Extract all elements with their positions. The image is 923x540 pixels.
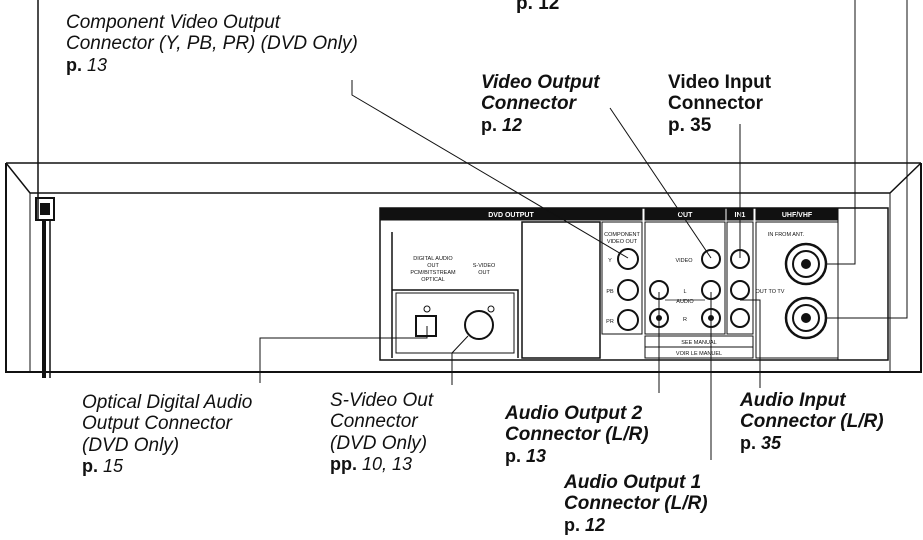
page-label: p. (740, 432, 756, 453)
page-label: p. (66, 54, 82, 75)
digital-audio-label-3: PCM/BITSTREAM (410, 270, 456, 276)
audio-in-r-jack (730, 308, 750, 328)
page-number: 13 (87, 54, 108, 75)
page-ref: p. 12 (516, 0, 560, 14)
see-manual-label: SEE MANUAL (681, 340, 716, 346)
callout-line: Component Video Output (66, 12, 281, 33)
callout-line: (DVD Only) (82, 434, 180, 456)
page-label: p. (505, 445, 521, 466)
callout-audio-output-2: Audio Output 2 Connector (L/R) p. 13 (505, 403, 649, 466)
r-label: R (683, 317, 687, 323)
leader-component (351, 80, 629, 259)
pb-label: PB (606, 289, 614, 295)
audio-label: AUDIO (676, 299, 694, 305)
leader-video-out (609, 107, 712, 259)
video-label: VIDEO (675, 258, 693, 264)
callout-line: Audio Input (740, 390, 846, 411)
callout-line: Optical Digital Audio (82, 392, 253, 413)
callout-audio-output-1: Audio Output 1 Connector (L/R) p. 12 (564, 472, 708, 535)
callout-line: Connector (668, 93, 763, 115)
out-label: OUT (678, 212, 694, 219)
out-to-tv-label: OUT TO TV (756, 289, 785, 295)
component-y-jack (617, 248, 639, 270)
uhf-vhf-label: UHF/VHF (782, 212, 813, 219)
device-body (5, 162, 922, 373)
power-cord (35, 0, 55, 378)
callout-line: Audio Output 2 (505, 403, 643, 424)
connector-panel (379, 207, 889, 361)
callout-line: Connector (330, 411, 418, 433)
component-label-2: VIDEO OUT (607, 239, 638, 245)
page-number: 15 (103, 455, 124, 476)
leader-lines (259, 0, 908, 460)
callout-line: Audio Output 1 (564, 472, 702, 493)
leader-rf-in (826, 0, 856, 265)
page-number: 10, 13 (362, 453, 413, 474)
jacks (415, 242, 828, 340)
callout-line: Video Output (481, 72, 600, 93)
callout-page-top: p. 12 (516, 0, 559, 14)
component-pb-jack (617, 279, 639, 301)
optical-jack (415, 315, 437, 337)
component-pr-jack (617, 309, 639, 331)
pr-label: PR (606, 319, 614, 325)
callout-line: Output Connector (82, 413, 232, 435)
voir-le-manuel-label: VOIR LE MANUEL (676, 351, 722, 357)
s-video-label-2: OUT (478, 270, 490, 276)
y-label: Y (608, 258, 612, 264)
callout-line: Connector (L/R) (740, 411, 884, 433)
callout-optical: Optical Digital Audio Output Connector (… (82, 392, 252, 476)
callout-line: (DVD Only) (330, 432, 428, 454)
page-ref: p. 35 (668, 114, 712, 136)
callout-video-input: Video Input Connector p. 35 (668, 72, 771, 136)
callout-component-video: Component Video Output Connector (Y, PB,… (66, 12, 358, 75)
audio-in-l-jack (730, 280, 750, 300)
dvd-output-label: DVD OUTPUT (488, 212, 534, 219)
callout-s-video: S-Video Out Connector (DVD Only) pp. 10,… (330, 390, 433, 474)
callout-line: Connector (481, 93, 576, 115)
callout-line: Connector (L/R) (564, 493, 708, 515)
page-label: pp. (330, 453, 357, 474)
leader-s-video (451, 335, 469, 385)
callout-line: Video Input (668, 72, 772, 93)
in-from-ant-label: IN FROM ANT. (768, 232, 805, 238)
l-label: L (683, 289, 686, 295)
digital-audio-label-2: OUT (427, 263, 439, 269)
page-label: p. (564, 514, 580, 535)
page-number: 35 (761, 432, 782, 453)
callout-video-output: Video Output Connector p. 12 (481, 72, 600, 135)
page-label: p. (481, 114, 497, 135)
component-label-1: COMPONENT (604, 232, 640, 238)
leader-audio-in (740, 299, 761, 388)
s-video-jack (464, 310, 494, 340)
video-out-jack (701, 249, 721, 269)
callout-audio-input: Audio Input Connector (L/R) p. 35 (740, 390, 884, 453)
callout-line: S-Video Out (330, 390, 434, 411)
leader-optical (259, 326, 428, 383)
digital-audio-label-1: DIGITAL AUDIO (413, 256, 453, 262)
callout-line: Connector (L/R) (505, 424, 649, 446)
page-number: 13 (526, 445, 547, 466)
page-number: 12 (585, 514, 606, 535)
leader-rf-out (826, 0, 908, 319)
callout-line: Connector (Y, PB, PR) (DVD Only) (66, 33, 358, 55)
s-video-label-1: S-VIDEO (473, 263, 496, 269)
page-label: p. (82, 455, 98, 476)
digital-audio-label-4: OPTICAL (421, 277, 445, 283)
page-number: 12 (502, 114, 523, 135)
